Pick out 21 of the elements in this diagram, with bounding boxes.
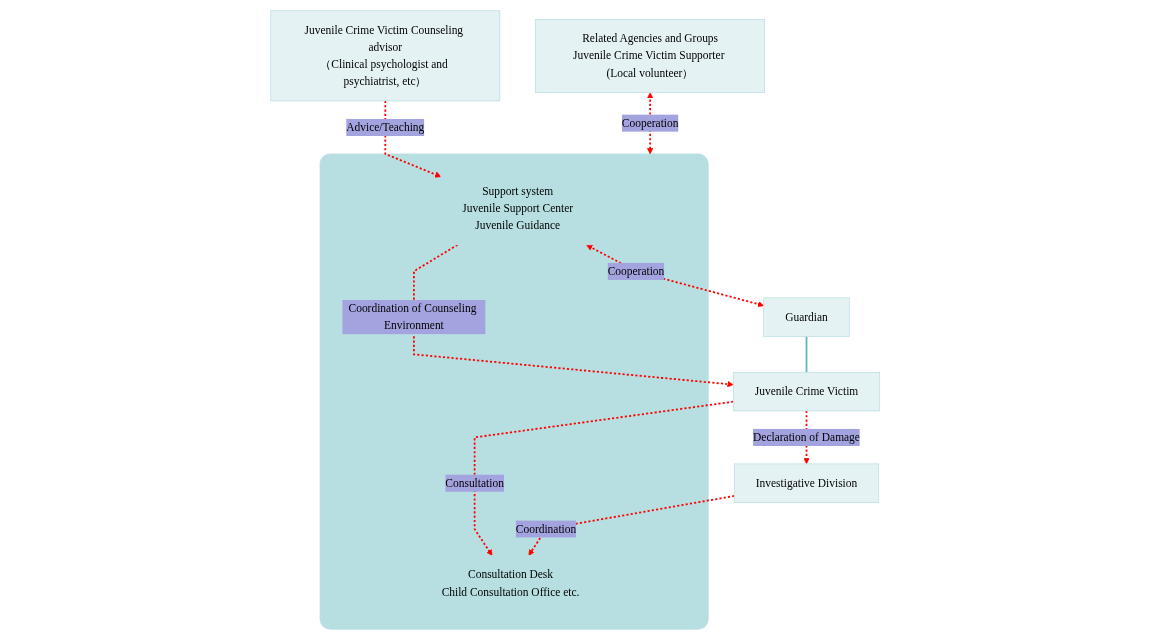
- node-box: Investigative Division: [733, 463, 879, 503]
- connector: [805, 335, 808, 373]
- cluster: [319, 153, 709, 630]
- edge-label: Coordination: [515, 522, 577, 535]
- arrow: [646, 91, 654, 154]
- edge-label: Advice/Teaching: [346, 120, 425, 133]
- edge-label: Coordination of Counseling Environment: [348, 301, 477, 331]
- arrow: [412, 243, 734, 387]
- node-box: Juvenile Crime Victim Counseling advisor （Clinical psychologist and psychiatrist, etc）: [270, 9, 500, 101]
- edge-label: Declaration of Damage: [752, 430, 860, 443]
- arrow: [803, 409, 810, 464]
- node-text: Consultation Desk Child Consultation Office etc.: [441, 567, 580, 598]
- edge-label: Cooperation: [607, 264, 665, 277]
- node-box: Juvenile Crime Victim: [732, 371, 880, 411]
- edge-label: Consultation: [445, 476, 504, 489]
- edge-label: Cooperation: [621, 116, 679, 129]
- arrow: [384, 99, 441, 177]
- node-box: Guardian: [763, 296, 850, 337]
- arrow: [586, 244, 764, 307]
- node-text: Support system Juvenile Support Center Juvenile Guidance: [462, 184, 573, 231]
- node-box: Related Agencies and Groups Juvenile Crime Victim Supporter (Local volunteer）: [535, 18, 765, 93]
